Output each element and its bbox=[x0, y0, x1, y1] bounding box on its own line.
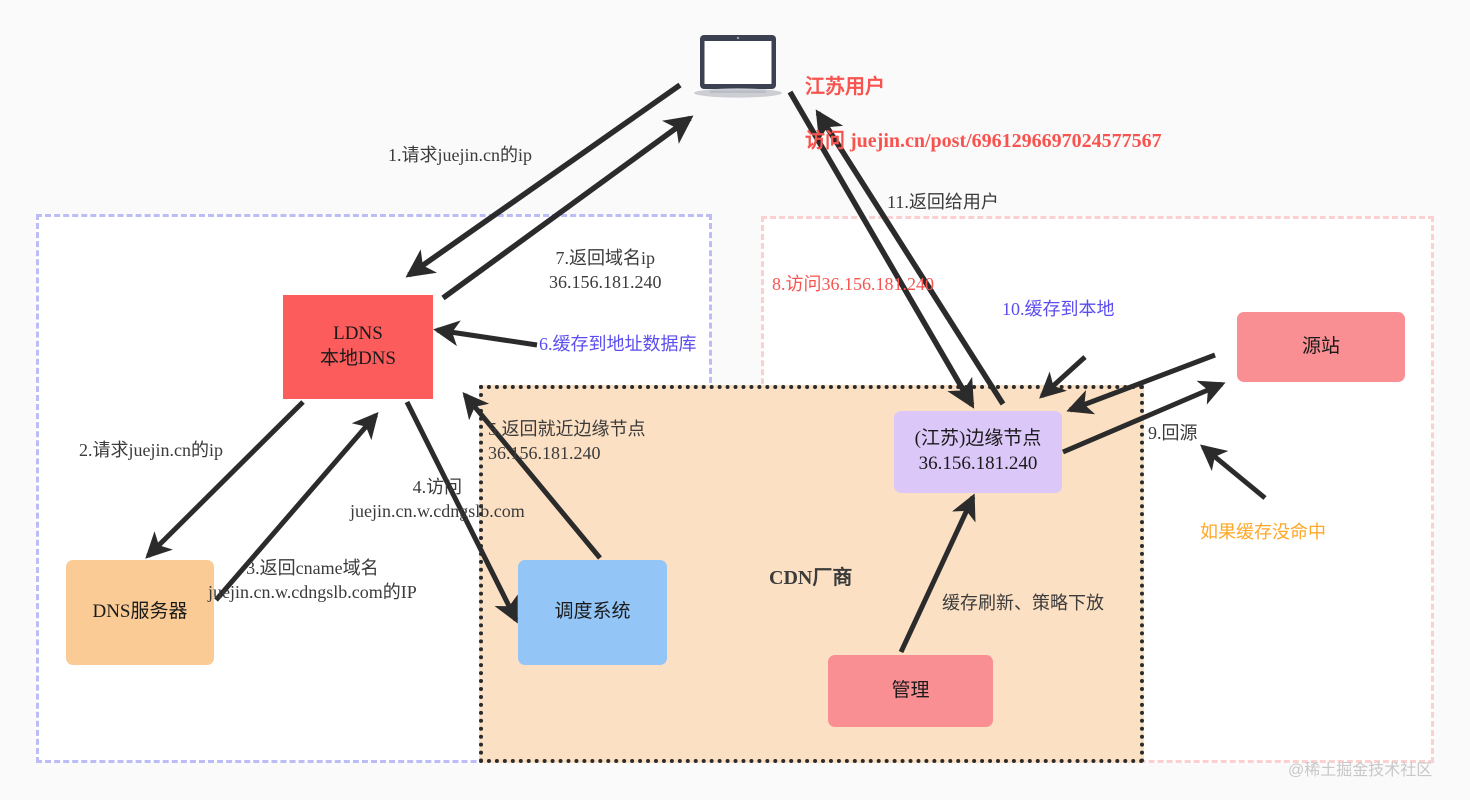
label-step-8: 8.访问36.156.181.240 bbox=[772, 274, 934, 294]
arrow-manage-to-edge bbox=[898, 493, 976, 654]
label-step-6: 6.缓存到地址数据库 bbox=[539, 334, 697, 354]
arrow-step-9 bbox=[1062, 380, 1226, 455]
label-step-2: 2.请求juejin.cn的ip bbox=[79, 440, 223, 460]
watermark: @稀土掘金技术社区 bbox=[1288, 762, 1433, 779]
arrow-step-8 bbox=[787, 90, 975, 409]
arrow-step-3 bbox=[214, 412, 379, 602]
label-step-9: 9.回源 bbox=[1148, 423, 1198, 443]
label-step-1: 1.请求juejin.cn的ip bbox=[388, 145, 532, 165]
user-annotation-line2: 访问 juejin.cn/post/6961296697024577567 bbox=[805, 130, 1162, 152]
user-annotation: 江苏用户 访问 juejin.cn/post/69612966970245775… bbox=[805, 47, 1162, 182]
label-step-7: 7.返回域名ip 36.156.181.240 bbox=[549, 248, 662, 293]
arrow-cache-miss bbox=[1199, 444, 1267, 500]
arrow-origin-response bbox=[1066, 352, 1216, 415]
arrow-step-2 bbox=[145, 400, 305, 559]
node-dns-server[interactable]: DNS服务器 bbox=[66, 560, 214, 665]
label-step-3: 3.返回cname域名 juejin.cn.w.cdngslb.com的IP bbox=[208, 558, 417, 603]
label-step-11: 11.返回给用户 bbox=[887, 192, 999, 212]
node-ldns[interactable]: LDNS 本地DNS bbox=[283, 295, 433, 399]
label-cdn-vendor: CDN厂商 bbox=[769, 567, 853, 589]
label-cache-miss: 如果缓存没命中 bbox=[1200, 522, 1326, 542]
arrow-step-10 bbox=[1039, 355, 1087, 399]
label-step-4: 4.访问 juejin.cn.w.cdngslb.com bbox=[350, 477, 525, 522]
arrow-step-6 bbox=[433, 320, 538, 348]
arrow-step-5 bbox=[462, 391, 602, 560]
label-step-10: 10.缓存到本地 bbox=[1002, 299, 1115, 319]
arrow-step-7 bbox=[441, 115, 694, 301]
node-scheduler[interactable]: 调度系统 bbox=[518, 560, 667, 665]
laptop-icon bbox=[694, 33, 782, 101]
node-origin-site[interactable]: 源站 bbox=[1237, 312, 1405, 382]
arrow-step-4 bbox=[404, 400, 519, 624]
label-step-5: 5.返回就近边缘节点 36.156.181.240 bbox=[488, 419, 646, 464]
node-manage[interactable]: 管理 bbox=[828, 655, 993, 727]
arrow-step-11 bbox=[815, 109, 1006, 406]
label-cache-refresh: 缓存刷新、策略下放 bbox=[942, 593, 1104, 613]
user-annotation-line1: 江苏用户 bbox=[805, 76, 885, 98]
arrow-step-1 bbox=[405, 82, 682, 278]
node-edge-node[interactable]: (江苏)边缘节点 36.156.181.240 bbox=[894, 411, 1062, 493]
